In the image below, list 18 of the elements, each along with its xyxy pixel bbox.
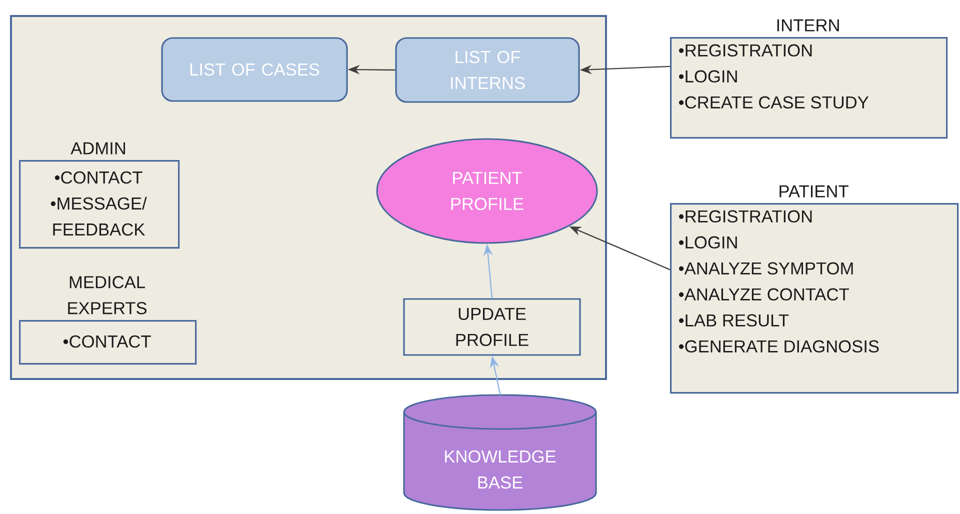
node-label: •GENERATE DIAGNOSIS: [678, 340, 879, 353]
database-cylinder: KNOWLEDGE BASE: [403, 394, 597, 511]
box-heading: PATIENT: [780, 185, 848, 198]
box-heading: MEDICAL EXPERTS: [68, 276, 146, 314]
box-heading: INTERN: [777, 19, 839, 32]
node-label: •REGISTRATION: [678, 210, 812, 223]
node-label: •ANALYZE CONTACT: [678, 288, 849, 301]
node-label: •LOGIN: [678, 236, 737, 249]
box-heading: ADMIN: [70, 142, 125, 154]
list-box: •REGISTRATION •LOGIN •ANALYZE SYMPTOM •ANALYZE CONTACT •LAB RESULT •GENERATE DIAGNOSIS: [670, 203, 959, 394]
process-box: LIST OF CASES: [161, 37, 348, 102]
node-label: •LAB RESULT: [678, 314, 789, 327]
list-box: •REGISTRATION •LOGIN •CREATE CASE STUDY: [670, 37, 948, 139]
node-label: •ANALYZE SYMPTOM: [678, 262, 853, 275]
process-box: LIST OF INTERNS: [395, 37, 580, 103]
list-box: •CONTACT: [19, 320, 197, 365]
process-box: UPDATE PROFILE: [403, 298, 581, 356]
list-box: •CONTACT •MESSAGE/ FEEDBACK: [19, 160, 180, 249]
